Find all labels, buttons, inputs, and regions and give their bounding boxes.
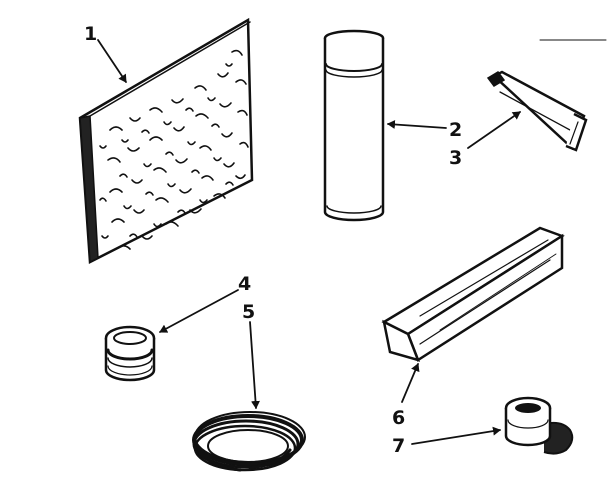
part-label-1: 1 bbox=[84, 23, 97, 45]
leader-line-2 bbox=[387, 119, 447, 129]
leader-line-7 bbox=[411, 426, 501, 445]
small-can-illustration bbox=[104, 325, 156, 382]
coiled-tubing-illustration bbox=[192, 411, 306, 472]
filter-pad-texture bbox=[99, 49, 249, 250]
part-label-2: 2 bbox=[449, 119, 462, 141]
leader-line-5 bbox=[249, 321, 261, 409]
tape-roll-illustration bbox=[504, 396, 574, 455]
leader-line-4 bbox=[159, 289, 239, 333]
part-label-3: 3 bbox=[449, 147, 462, 169]
tube-illustration bbox=[486, 70, 588, 152]
filter-pad-illustration bbox=[78, 17, 254, 264]
leader-line-6 bbox=[401, 363, 420, 403]
leader-line-3 bbox=[467, 111, 521, 149]
part-label-5: 5 bbox=[242, 301, 255, 323]
leader-line-1 bbox=[97, 39, 127, 83]
part-label-7: 7 bbox=[392, 435, 405, 457]
part-label-4: 4 bbox=[238, 273, 251, 295]
foam-strip-illustration bbox=[381, 226, 565, 362]
spray-can-illustration bbox=[323, 29, 385, 222]
part-label-6: 6 bbox=[392, 407, 405, 429]
